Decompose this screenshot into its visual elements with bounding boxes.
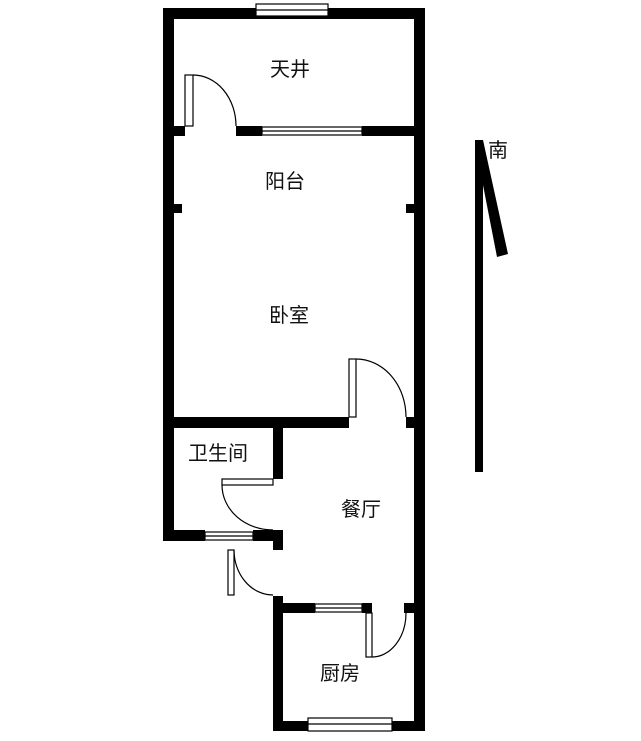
skywell-door xyxy=(184,74,237,127)
room-label-dining: 餐厅 xyxy=(341,497,381,521)
north-arrow-icon xyxy=(475,140,508,472)
dining-side-door xyxy=(227,549,274,596)
compass-label: 南 xyxy=(488,138,508,162)
room-label-bedroom: 卧室 xyxy=(269,303,309,327)
room-label-skywell: 天井 xyxy=(270,57,310,81)
windows xyxy=(204,3,393,732)
room-label-balcony: 阳台 xyxy=(265,169,305,193)
bathroom-door xyxy=(221,478,274,531)
room-label-bathroom: 卫生间 xyxy=(188,441,248,465)
doors xyxy=(184,74,407,658)
kitchen-door xyxy=(365,612,407,658)
bedroom-door xyxy=(348,358,407,418)
room-label-kitchen: 厨房 xyxy=(320,661,360,685)
